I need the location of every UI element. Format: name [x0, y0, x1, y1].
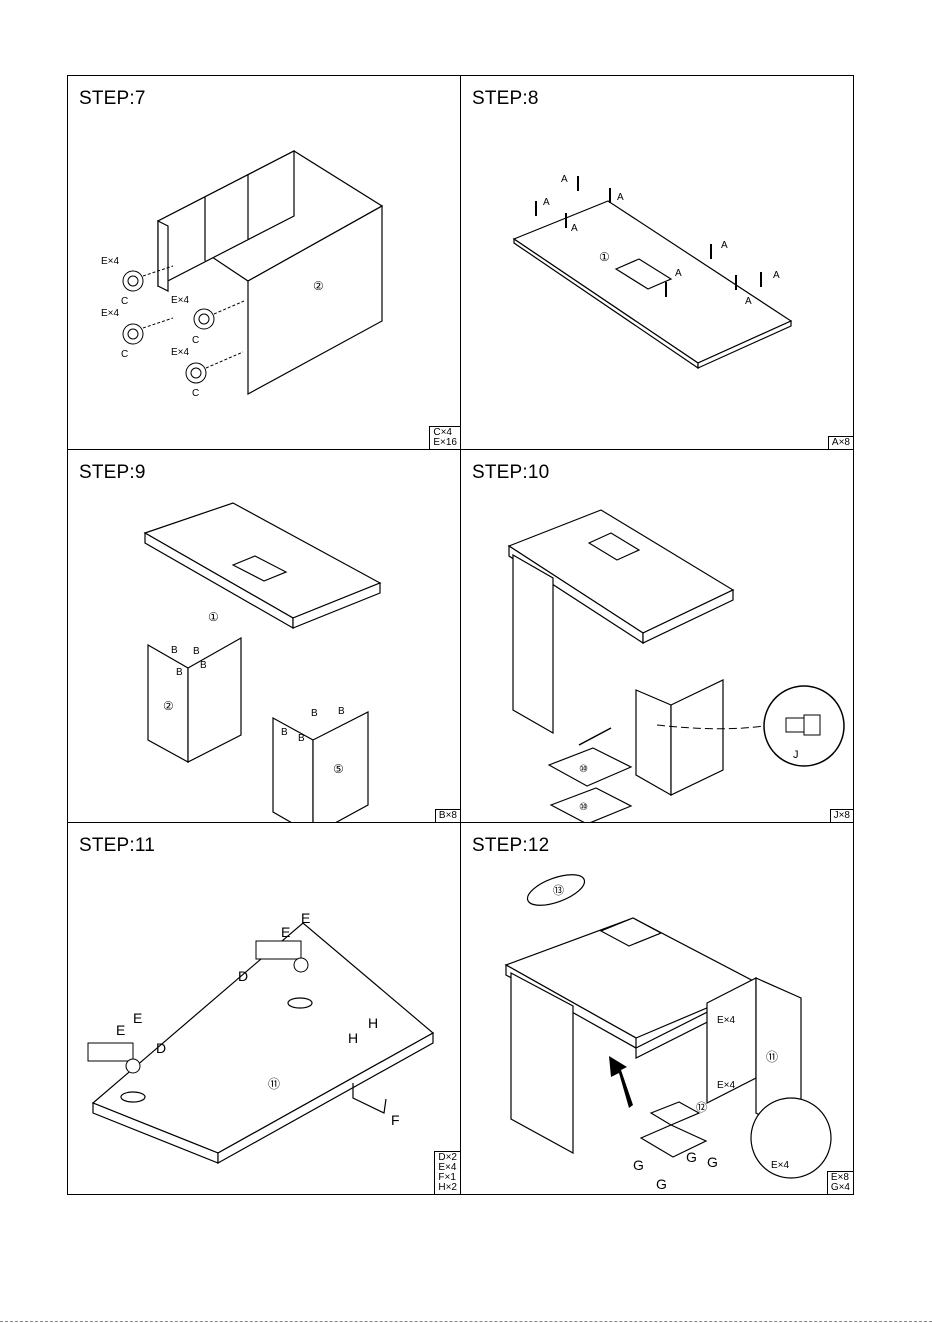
shelf-10-b: [551, 788, 631, 822]
svg-text:⑩: ⑩: [579, 764, 588, 775]
svg-text:B: B: [298, 733, 305, 744]
svg-text:J: J: [793, 749, 799, 761]
step-8-illustration: ① A A A A A A A A: [461, 76, 853, 449]
panel-number: ①: [599, 250, 610, 264]
left-number: ②: [163, 699, 174, 713]
svg-text:⑩: ⑩: [579, 802, 588, 813]
hinge-detail-circle: [751, 1098, 831, 1178]
caster-c-3: [194, 301, 244, 329]
step-7-panel: STEP:7 ②: [68, 76, 461, 450]
up-arrow: [609, 1056, 633, 1108]
cam-pin-j: [786, 715, 820, 735]
svg-text:B: B: [193, 646, 200, 657]
svg-text:E: E: [116, 1022, 125, 1038]
svg-text:D: D: [238, 968, 248, 984]
shelf-10-a: [549, 748, 631, 786]
svg-text:A: A: [571, 223, 578, 234]
right-number: ⑤: [333, 762, 344, 776]
panel-number: ⑪: [268, 1077, 280, 1091]
caster-c-4: [186, 352, 243, 383]
svg-text:⑫: ⑫: [696, 1101, 707, 1114]
svg-text:G: G: [686, 1149, 697, 1165]
parts-list: A×8: [828, 436, 853, 449]
svg-text:H: H: [368, 1015, 378, 1031]
svg-text:B: B: [176, 667, 183, 678]
svg-text:E: E: [133, 1010, 142, 1026]
svg-text:A: A: [543, 197, 550, 208]
svg-text:B: B: [171, 645, 178, 656]
step-9-panel: STEP:9 ① ② ⑤ B B B B B B B: [68, 450, 461, 823]
svg-text:B: B: [311, 708, 318, 719]
svg-text:C: C: [192, 335, 199, 346]
svg-text:A: A: [617, 192, 624, 203]
assembly-steps-grid: STEP:7 ②: [67, 75, 854, 1195]
parts-list: B×8: [435, 809, 460, 822]
svg-text:C: C: [121, 349, 128, 360]
svg-text:⑪: ⑪: [766, 1050, 778, 1064]
step-10-illustration: ⑩ ⑩ J: [461, 450, 853, 822]
svg-text:A: A: [745, 296, 752, 307]
handle-f: [353, 1083, 386, 1113]
step-12-panel: STEP:12 ⑬ ⑪ ⑫ E×4 E×4 E×4: [461, 823, 853, 1194]
svg-text:H: H: [348, 1030, 358, 1046]
svg-text:⑬: ⑬: [553, 884, 564, 897]
svg-text:A: A: [675, 268, 682, 279]
right-cabinet: [636, 690, 671, 795]
svg-text:A: A: [721, 240, 728, 251]
step-11-panel: STEP:11 ⑪ E E E E D: [68, 823, 461, 1194]
tray-grill: [651, 1102, 699, 1125]
svg-text:G: G: [633, 1157, 644, 1173]
svg-text:E×4: E×4: [771, 1160, 790, 1171]
page-edge-line: [0, 1321, 932, 1322]
left-cabinet: [513, 555, 553, 733]
svg-text:A: A: [561, 174, 568, 185]
top-number: ①: [208, 610, 219, 624]
hinge-cup-hole-2: [288, 998, 312, 1008]
svg-text:A: A: [773, 270, 780, 281]
panel-number: ②: [313, 279, 324, 293]
svg-text:B: B: [281, 727, 288, 738]
hinge-d-left: [88, 1043, 140, 1073]
svg-text:E×4: E×4: [717, 1015, 736, 1026]
step-9-illustration: ① ② ⑤ B B B B B B B B: [68, 450, 460, 822]
step-8-panel: STEP:8 ① A A A: [461, 76, 853, 450]
svg-text:B: B: [200, 660, 207, 671]
svg-text:C: C: [192, 388, 199, 399]
svg-text:C: C: [121, 296, 128, 307]
svg-text:F: F: [391, 1112, 400, 1128]
svg-text:B: B: [338, 706, 345, 717]
svg-text:E×4: E×4: [101, 256, 120, 267]
svg-text:E×4: E×4: [171, 347, 190, 358]
step-12-illustration: ⑬ ⑪ ⑫ E×4 E×4 E×4 G G G G: [461, 823, 853, 1194]
svg-text:E: E: [301, 910, 310, 926]
caster-c-2: [123, 318, 173, 344]
parts-list: J×8: [830, 809, 853, 822]
svg-text:E×4: E×4: [101, 308, 120, 319]
svg-text:E×4: E×4: [717, 1080, 736, 1091]
svg-text:D: D: [156, 1040, 166, 1056]
hinge-cup-hole-1: [121, 1092, 145, 1102]
svg-text:E: E: [281, 924, 290, 940]
step-7-illustration: ② E×4 E×4 E×4 E×4 C: [68, 76, 460, 449]
svg-text:G: G: [656, 1176, 667, 1192]
step-10-panel: STEP:10 ⑩ ⑩ J: [461, 450, 853, 823]
right-cabinet: [273, 718, 313, 822]
svg-text:G: G: [707, 1154, 718, 1170]
step-11-illustration: ⑪ E E E E D D H H F: [68, 823, 460, 1194]
svg-text:E×4: E×4: [171, 295, 190, 306]
